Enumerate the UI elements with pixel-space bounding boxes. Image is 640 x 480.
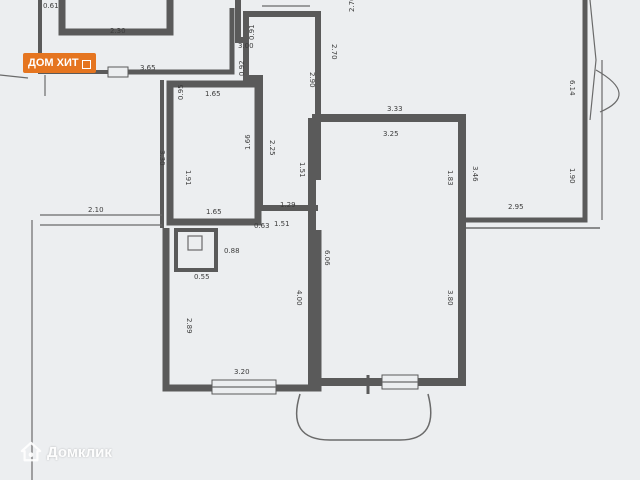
dim-label: 1.29 <box>280 201 296 209</box>
dim-label: 1.51 <box>274 220 290 228</box>
door-top-left <box>107 66 129 78</box>
dim-label: 2.90 <box>308 72 316 88</box>
badge-label: ДОМ ХИТ <box>28 57 79 69</box>
dim-label: 0.95 <box>177 84 185 100</box>
dim-label: 2.95 <box>508 203 524 211</box>
dim-label: 0.91 <box>248 24 256 40</box>
dim-label: 0.61 <box>43 2 59 10</box>
dim-label: 1.66 <box>244 134 252 150</box>
dim-label: 3.65 <box>140 64 156 72</box>
right-room-window <box>589 0 597 121</box>
domclick-logo-icon <box>20 441 42 462</box>
dim-label: 2.89 <box>185 318 193 334</box>
wall-top-left-corridor <box>128 8 235 75</box>
dim-label: 3.30 <box>158 150 166 166</box>
dim-label: 1.90 <box>568 168 576 184</box>
wall-wc <box>174 228 218 272</box>
dim-label: 4.00 <box>295 290 303 306</box>
dim-label: 2.70 <box>348 0 356 12</box>
dim-label: 1.83 <box>446 170 454 186</box>
dim-label: 3.80 <box>446 290 454 306</box>
right-room-bay <box>595 69 620 113</box>
dim-label: 3.20 <box>234 368 250 376</box>
house-icon <box>81 59 91 69</box>
dim-label: 2.25 <box>268 140 276 156</box>
domclick-watermark: Домклик <box>20 441 112 463</box>
dim-label: 6.14 <box>568 80 576 96</box>
dim-label: 2.30 <box>110 27 126 35</box>
dim-label: 1.91 <box>184 170 192 186</box>
balcony-outline <box>295 393 432 441</box>
wall-left-room <box>166 80 262 226</box>
dim-label: 3.46 <box>471 166 479 182</box>
dim-label: 3.00 <box>238 42 254 50</box>
wall-living-room <box>308 114 466 386</box>
dim-label: 2.70 <box>330 44 338 60</box>
dim-label: 0.55 <box>194 273 210 281</box>
dim-label: 0.88 <box>224 247 240 255</box>
dim-label: 1.65 <box>205 90 221 98</box>
watermark-label: Домклик <box>47 443 112 461</box>
dim-label: 1.51 <box>298 162 306 178</box>
dim-label: 6.06 <box>323 250 331 266</box>
wall-upper-corridor <box>235 0 321 108</box>
wall-top-left-room <box>58 0 174 36</box>
dim-label: 1.65 <box>206 208 222 216</box>
wall-right-room <box>462 0 588 223</box>
dim-label: 0.92 <box>238 60 246 76</box>
dom-hit-badge: ДОМ ХИТ <box>23 53 96 73</box>
dim-label: 2.10 <box>88 206 104 214</box>
wc-fixture <box>187 235 203 251</box>
dim-label: 3.33 <box>387 105 403 113</box>
left-border-stub <box>0 74 29 79</box>
dim-label: 0.63 <box>254 222 270 230</box>
dim-label: 3.25 <box>383 130 399 138</box>
